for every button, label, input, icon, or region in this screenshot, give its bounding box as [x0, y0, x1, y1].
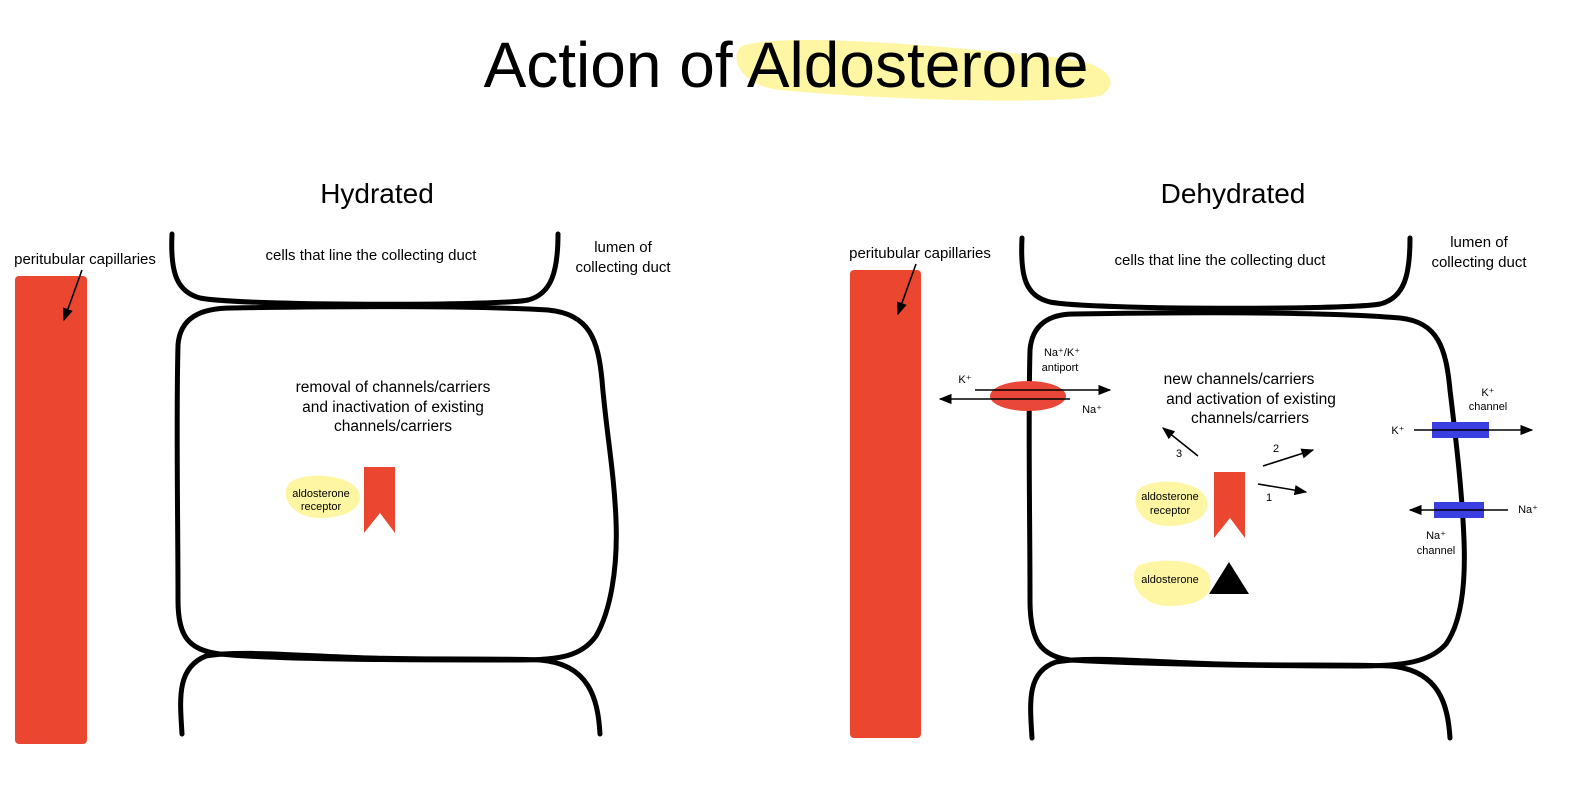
dehydrated-top-cell: [1019, 235, 1413, 311]
dehydrated-capillaries-pointer: [897, 263, 917, 316]
antiport-k-label: K⁺: [958, 374, 971, 386]
dehydrated-receptor-label-2: receptor: [1150, 505, 1191, 517]
hydrated-receptor-label-highlight: [285, 475, 361, 518]
hydrated-capillary: [15, 276, 87, 744]
hydrated-cells-label: cells that line the collecting duct: [266, 247, 478, 264]
aldosterone-molecule: [1209, 562, 1249, 594]
step-3-label: 3: [1176, 448, 1182, 460]
aldosterone-label: aldosterone: [1141, 574, 1199, 586]
antiport-sub: antiport: [1042, 362, 1079, 374]
dehydrated-main-cell: [1026, 310, 1467, 669]
title-highlight: [736, 39, 1111, 101]
hydrated-main-cell: [174, 304, 619, 663]
hydrated-capillaries-label: peritubular capillaries: [14, 251, 156, 268]
antiport-name: Na⁺/K⁺: [1044, 347, 1080, 359]
hydrated-description-2: and inactivation of existing: [302, 399, 484, 416]
k-channel-name: K⁺: [1481, 387, 1494, 399]
hydrated-receptor-label-1: aldosterone: [292, 488, 350, 500]
aldosterone-label-highlight: [1133, 560, 1211, 606]
hydrated-description-1: removal of channels/carriers: [296, 379, 491, 396]
dehydrated-description-3: channels/carriers: [1191, 410, 1309, 427]
hydrated-lumen-label-1: lumen of: [594, 239, 652, 256]
dehydrated-bottom-cell: [1028, 656, 1453, 741]
title-prefix: Action of: [484, 29, 747, 101]
hydrated-receptor-label-2: receptor: [301, 501, 342, 513]
hydrated-bottom-cell: [178, 650, 603, 737]
hydrated-lumen-label-2: collecting duct: [575, 259, 671, 276]
step-2-arrow: [1262, 448, 1315, 467]
antiport-na-label: Na⁺: [1082, 404, 1102, 416]
hydrated-aldosterone-receptor: [364, 467, 395, 533]
hydrated-panel: Hydrated peritubular capillaries cells t…: [14, 178, 671, 744]
dehydrated-capillaries-label: peritubular capillaries: [849, 245, 991, 262]
na-channel-ion: Na⁺: [1518, 504, 1538, 516]
hydrated-description-3: channels/carriers: [334, 418, 452, 435]
dehydrated-panel: Dehydrated peritubular capillaries cells…: [849, 178, 1538, 741]
k-channel-ion: K⁺: [1391, 425, 1404, 437]
dehydrated-heading: Dehydrated: [1161, 178, 1306, 209]
hydrated-heading: Hydrated: [320, 178, 434, 209]
step-1-arrow: [1257, 483, 1308, 496]
step-2-label: 2: [1273, 443, 1279, 455]
na-k-antiport: [990, 381, 1066, 411]
dehydrated-cells-label: cells that line the collecting duct: [1115, 252, 1327, 269]
hydrated-capillaries-pointer: [63, 269, 83, 322]
dehydrated-description-1: new channels/carriers: [1164, 371, 1315, 388]
dehydrated-lumen-label-1: lumen of: [1450, 234, 1508, 251]
na-channel-sub: channel: [1417, 545, 1456, 557]
dehydrated-aldosterone-receptor: [1214, 472, 1245, 538]
dehydrated-receptor-label-highlight: [1135, 481, 1208, 526]
dehydrated-lumen-label-2: collecting duct: [1431, 254, 1527, 271]
hydrated-top-cell: [169, 231, 561, 307]
dehydrated-receptor-label-1: aldosterone: [1141, 491, 1199, 503]
dehydrated-capillary: [850, 270, 921, 738]
step-3-arrow: [1162, 427, 1199, 457]
title-highlight-word: Aldosterone: [747, 29, 1089, 101]
k-channel-sub: channel: [1469, 401, 1508, 413]
dehydrated-description-2: and activation of existing: [1166, 391, 1336, 408]
step-1-label: 1: [1266, 492, 1272, 504]
page-title: Action of Aldosterone: [484, 29, 1089, 101]
na-channel-name: Na⁺: [1426, 530, 1446, 542]
